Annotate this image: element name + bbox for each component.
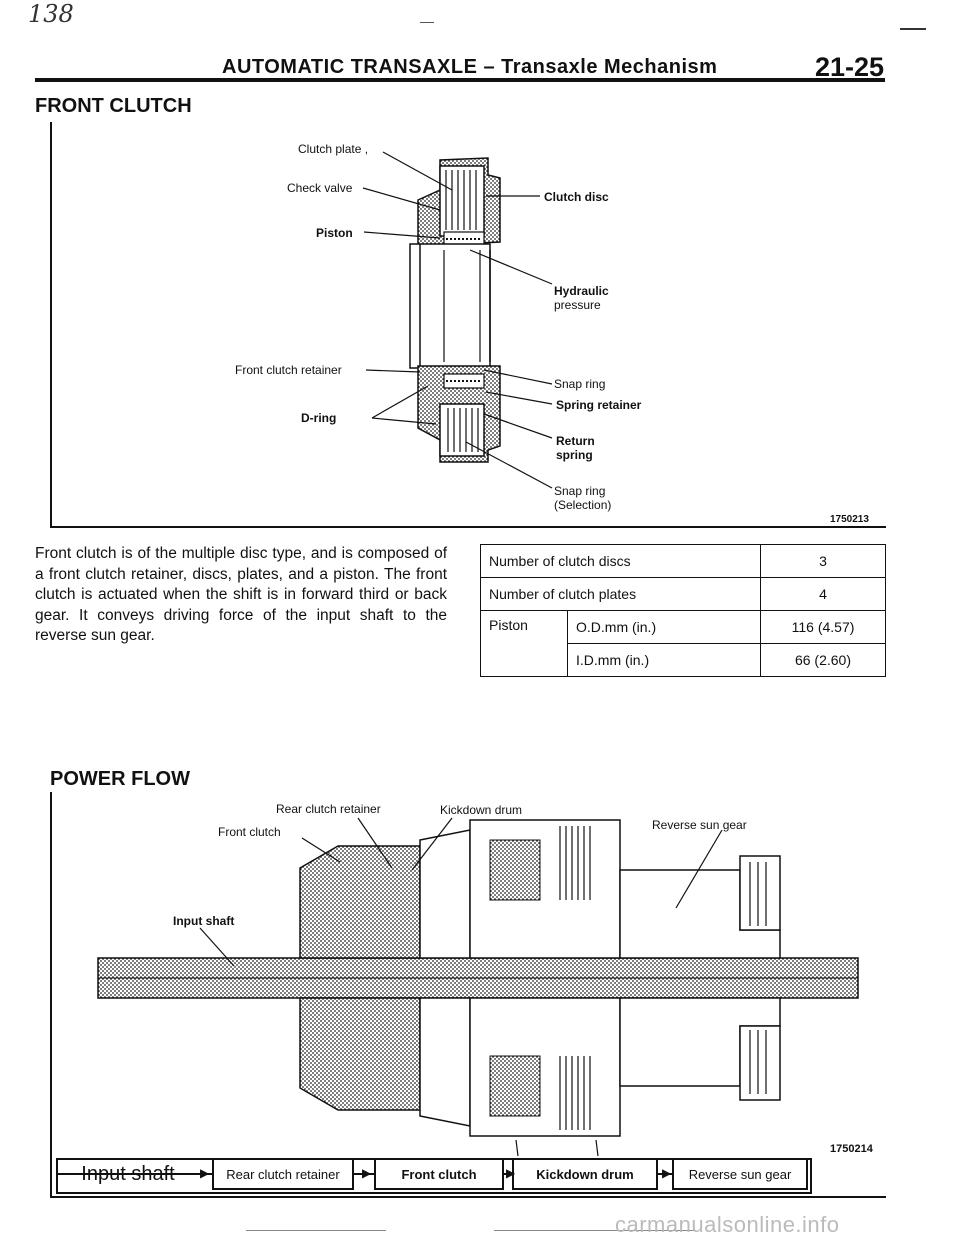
label-piston: Piston bbox=[316, 226, 353, 240]
footer-rule bbox=[494, 1230, 694, 1231]
page-number: 21-25 bbox=[815, 52, 885, 82]
table-row: I.D.mm (in.) 66 (2.60) bbox=[481, 643, 886, 677]
handwritten-page-number: 138 bbox=[28, 0, 74, 28]
label-pressure: pressure bbox=[554, 298, 601, 312]
flow-step-rear-clutch-retainer: Rear clutch retainer bbox=[212, 1158, 354, 1190]
label-kickdown-drum: Kickdown drum bbox=[440, 803, 523, 817]
watermark: carmanualsonline.info bbox=[615, 1212, 840, 1237]
scan-mark bbox=[900, 28, 926, 30]
figure-number-2: 1750214 bbox=[830, 1143, 873, 1155]
label-snap-ring-1: Snap ring bbox=[554, 377, 606, 391]
table-cell: O.D.mm (in.) bbox=[567, 610, 761, 644]
figure-frame-bottom bbox=[50, 526, 886, 528]
flow-arrow-icon: ▶ bbox=[200, 1166, 210, 1180]
label-hydraulic: Hydraulic bbox=[554, 284, 609, 298]
figure-frame-left bbox=[50, 792, 52, 1198]
front-clutch-diagram bbox=[362, 151, 553, 489]
label-selection: (Selection) bbox=[554, 498, 612, 512]
power-flow-diagram bbox=[97, 817, 859, 1157]
flow-step-input-shaft: Input shaft bbox=[81, 1162, 175, 1185]
label-front-clutch: Front clutch bbox=[218, 825, 281, 839]
label-spring: spring bbox=[556, 448, 593, 462]
label-front-clutch-retainer: Front clutch retainer bbox=[235, 363, 342, 377]
table-cell: 116 (4.57) bbox=[760, 610, 886, 644]
label-reverse-sun-gear: Reverse sun gear bbox=[652, 818, 747, 832]
figure-number-1: 1750213 bbox=[830, 514, 869, 525]
table-cell: 3 bbox=[760, 544, 886, 578]
label-return: Return bbox=[556, 434, 595, 448]
figure-frame-bottom bbox=[50, 1196, 886, 1198]
table-cell: Piston bbox=[480, 610, 568, 677]
section-title-front-clutch: FRONT CLUTCH bbox=[35, 95, 192, 117]
scan-mark bbox=[420, 22, 434, 23]
flow-step-kickdown-drum: Kickdown drum bbox=[512, 1158, 658, 1190]
label-check-valve: Check valve bbox=[287, 181, 353, 195]
table-row: Piston O.D.mm (in.) 116 (4.57) bbox=[480, 610, 886, 677]
front-clutch-description: Front clutch is of the multiple disc typ… bbox=[35, 545, 447, 644]
footer-rule bbox=[246, 1230, 386, 1231]
flow-step-reverse-sun-gear: Reverse sun gear bbox=[672, 1158, 808, 1190]
label-snap-ring-2: Snap ring bbox=[554, 484, 606, 498]
flow-step-front-clutch: Front clutch bbox=[374, 1158, 504, 1190]
flow-arrow-icon: ▶ bbox=[506, 1166, 516, 1180]
table-cell: I.D.mm (in.) bbox=[567, 643, 761, 677]
label-d-ring: D-ring bbox=[301, 411, 337, 425]
page-header-title: AUTOMATIC TRANSAXLE – Transaxle Mechanis… bbox=[222, 56, 718, 78]
section-title-power-flow: POWER FLOW bbox=[50, 768, 190, 790]
label-clutch-plate: Clutch plate , bbox=[298, 142, 369, 156]
table-cell: 66 (2.60) bbox=[760, 643, 886, 677]
flow-arrow-icon: ▶ bbox=[662, 1166, 672, 1180]
table-row: Number of clutch discs 3 bbox=[480, 544, 886, 578]
label-input-shaft: Input shaft bbox=[173, 914, 235, 928]
front-clutch-spec-table: Number of clutch discs 3 Number of clutc… bbox=[480, 544, 886, 677]
figure-frame-left bbox=[50, 122, 52, 526]
label-rear-clutch-retainer: Rear clutch retainer bbox=[276, 802, 381, 816]
flow-arrow-icon: ▶ bbox=[362, 1166, 372, 1180]
label-clutch-disc: Clutch disc bbox=[544, 190, 609, 204]
label-spring-retainer: Spring retainer bbox=[556, 398, 642, 412]
header-rule bbox=[35, 78, 885, 82]
